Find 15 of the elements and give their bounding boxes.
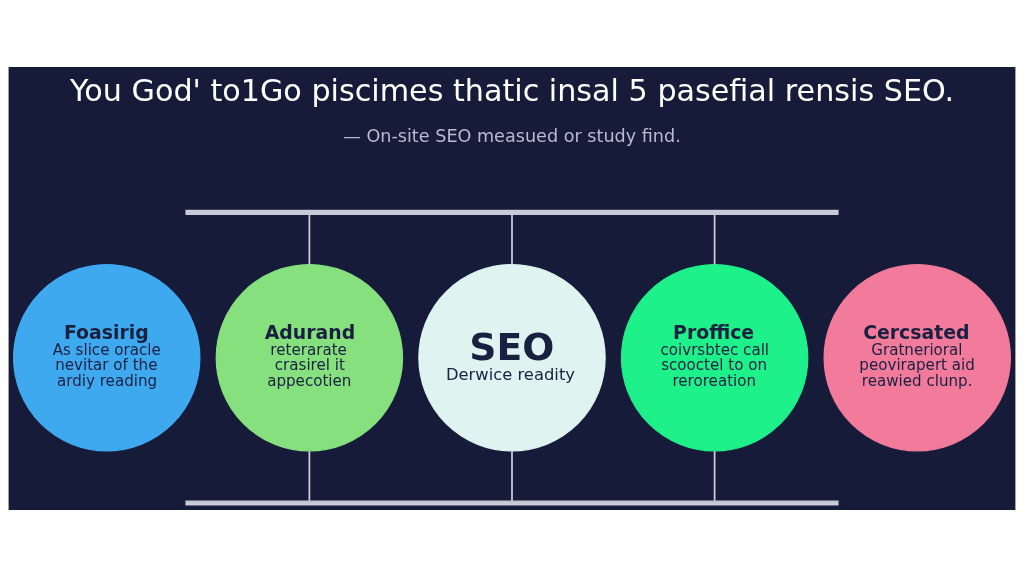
- node-bar: [185, 500, 839, 506]
- connector: [308, 213, 311, 265]
- connector: [511, 449, 513, 502]
- label: — On-site SEO measued or study find.: [343, 125, 681, 146]
- node-circle: Cercsated Gratnerioral peovirapert aid reawied clunp.: [823, 263, 1011, 451]
- node-circle: Adurand reterarate crasirel it appecotien: [215, 263, 404, 451]
- connector: [308, 449, 311, 502]
- diagram-title: You God' to1Go piscimes thatic insal 5 pasefial rensis SEO.: [69, 72, 955, 108]
- connector: [511, 213, 513, 265]
- connector: [713, 449, 716, 502]
- connector: [713, 213, 716, 265]
- node-circle: SEO Derwice readity: [418, 263, 606, 451]
- node-bar: [185, 209, 839, 215]
- node-circle: Foasirig As slice oracle nevitar of the ardiy reading: [13, 263, 201, 451]
- node-circle: Proffice coivrsbtec call scooctel to on reroreation: [620, 263, 809, 451]
